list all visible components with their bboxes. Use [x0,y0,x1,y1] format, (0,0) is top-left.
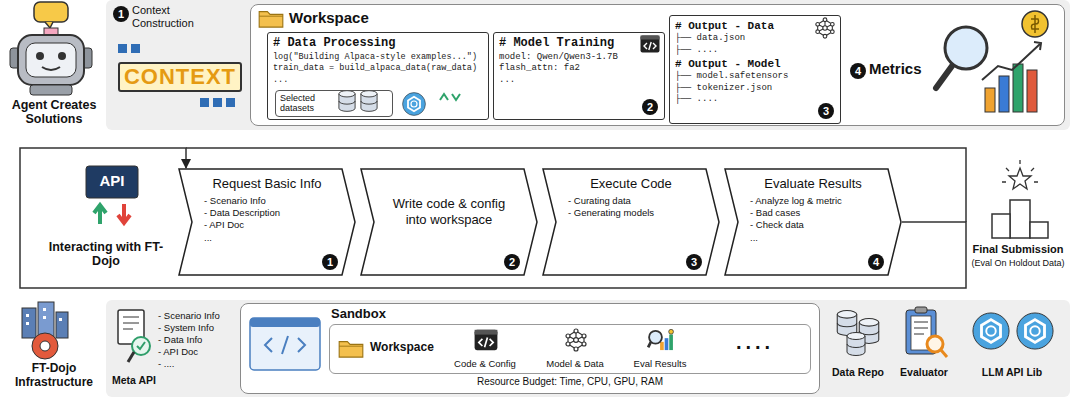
box-text: - Generating models [564,207,698,219]
box-text: - Curating data [564,195,698,207]
callout-number: 1 [113,6,129,22]
workspace-panel: Selected datasets # Data Processinglog("B… [250,4,1065,126]
info-item: - API Doc [158,346,198,357]
callout-number: 4 [850,63,866,79]
box-text: .... [715,331,795,354]
caption-text: FT-Dojo Infrastructure [0,362,108,390]
box-text: ├── .... [675,45,835,57]
submission-label: Final Submission [968,243,1068,255]
info-item: - .... [158,358,174,369]
step-name: Context Construction [132,4,212,29]
box-heading: Evaluate Results [746,176,880,192]
callout-number: 2 [642,99,658,115]
box-text: ... [273,75,483,86]
chevron-shape [361,169,537,275]
sandbox-panel: WorkspaceCode & Config Model & Data Eval R… [240,303,820,394]
step-chevron: Execute Code - Curating data- Generating … [542,168,720,276]
caption-text: Interacting with FT-Dojo [36,240,176,269]
box-text: - API Doc [200,219,334,231]
box-text: - Bad cases [746,207,880,219]
box-text: - Check data [746,219,880,231]
info-item: - Scenario Info [158,310,220,321]
box-heading: Workspace [289,9,369,26]
component-label: Data Repo [826,366,890,378]
box-text: Resource Budget: Time, CPU, GPU, RAM [329,376,811,387]
box-text: flash_attn: fa2 [499,63,659,75]
box-text: ... [499,75,659,87]
dataset-box: Selected datasets [275,90,393,117]
box-text: Model & Data [535,358,615,369]
info-item: - Data Info [158,334,202,345]
box-text: ... [746,232,880,244]
output-panel: # Output - Data├── data.json├── ....# Ou… [669,15,841,124]
box-heading: Workspace [370,340,434,354]
chevron-shape [179,169,355,275]
submission-note: (Eval On Holdout Data) [968,258,1068,268]
box-heading: # Data Processing [273,36,483,52]
step-chevron: Request Basic Info - Scenario Info- Data … [178,168,356,276]
box-text: Eval Results [622,358,698,369]
callout-number: 3 [818,103,834,119]
component-label: LLM API Lib [962,366,1062,378]
box-heading: Request Basic Info [200,176,334,192]
code-panel: Selected datasets # Data Processinglog("B… [267,32,489,120]
config-panel: # Model Trainingmodel: Qwen/Qwen3-1.7Bfl… [493,32,665,120]
box-text: ├── tokenizer.json [675,83,835,95]
box-heading: # Output - Data [675,19,835,33]
metrics-label: Metrics [869,60,922,77]
component-label: Meta API [106,374,162,386]
box-text: # Output - Model [675,57,835,71]
step-chevron: Write code & config into workspace [360,168,538,276]
box-heading: Execute Code [564,176,698,192]
box-text: train_data = build_alpaca_data(raw_data) [273,63,483,74]
box-text: Code & Config [445,358,525,369]
box-text: - Data Description [200,207,334,219]
chevron-shape [543,169,719,275]
box-text: - Analyze log & metric [746,195,880,207]
sandbox-items: WorkspaceCode & Config Model & Data Eval R… [329,324,811,374]
box-text: ... [200,232,334,244]
box-text: model: Qwen/Qwen3-1.7B [499,52,659,64]
chevron-shape [725,169,901,275]
box-text: ├── data.json [675,33,835,45]
box-text: ├── model.safetensors [675,71,835,83]
box-text: - Scenario Info [200,195,334,207]
info-item: - System Info [158,322,214,333]
caption-text: Agent Creates Solutions [2,98,106,127]
box-heading: # Model Training [499,36,659,52]
box-heading: Sandbox [331,306,386,321]
box-text: log("Building Alpaca-style examples...") [273,52,483,63]
step-chevron: Evaluate Results- Analyze log & metric- … [724,168,902,276]
box-heading: Write code & config into workspace [382,176,516,229]
box-text: ├── .... [675,94,835,106]
api-icon-text: API [86,172,138,189]
component-label: Evaluator [893,366,955,378]
box-heading: Selected datasets [280,93,330,114]
context-icon-text: CONTEXT [118,62,242,92]
loop-arrow [20,148,966,288]
